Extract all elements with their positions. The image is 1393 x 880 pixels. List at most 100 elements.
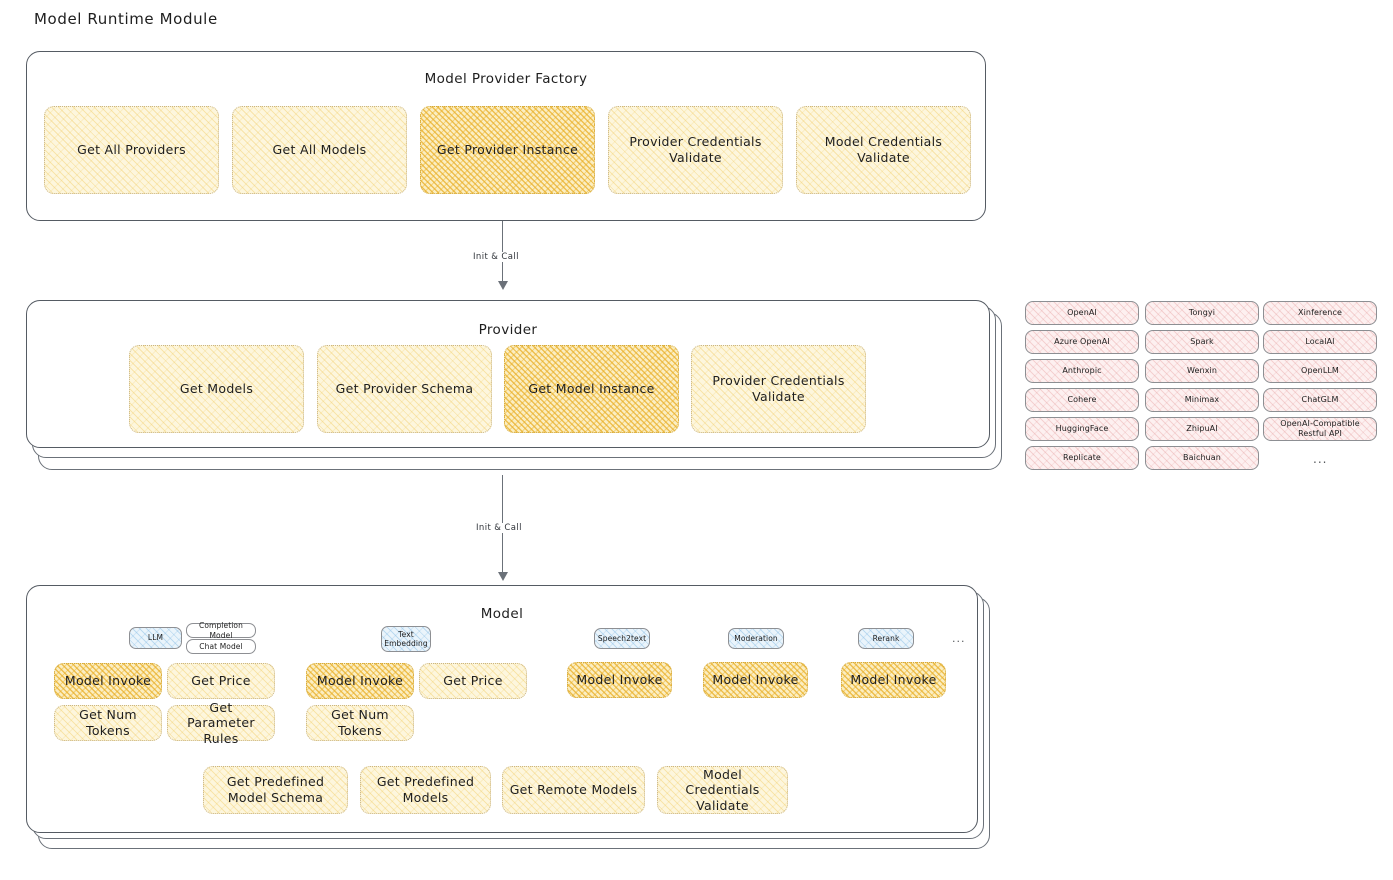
page-title: Model Runtime Module <box>34 10 218 28</box>
model-method-rerank-model-invoke[interactable]: Model Invoke <box>841 662 946 698</box>
provider-box-get-provider-schema[interactable]: Get Provider Schema <box>317 345 492 433</box>
model-method-llm-get-num-tokens[interactable]: Get Num Tokens <box>54 705 162 741</box>
model-common-label: Get Predefined Model Schema <box>226 774 325 805</box>
provider-chip-label: Spark <box>1190 337 1214 346</box>
model-method-label: Model Invoke <box>712 672 799 688</box>
provider-box-provider-credentials-validate[interactable]: Provider Credentials Validate <box>691 345 866 433</box>
factory-box-get-all-providers[interactable]: Get All Providers <box>44 106 219 194</box>
arrow-provider-to-model-head <box>498 572 508 581</box>
model-provider-factory-title: Model Provider Factory <box>424 71 588 87</box>
provider-chip-xinference[interactable]: Xinference <box>1263 301 1377 325</box>
model-method-label: Model Invoke <box>576 672 663 688</box>
model-subtype-label: Completion Model <box>199 621 243 640</box>
provider-chip-chatglm[interactable]: ChatGLM <box>1263 388 1377 412</box>
provider-chip-minimax[interactable]: Minimax <box>1145 388 1259 412</box>
provider-chip-label: HuggingFace <box>1055 424 1109 433</box>
provider-chip-label: Tongyi <box>1188 308 1216 317</box>
provider-chip-label: Xinference <box>1298 308 1342 317</box>
provider-chip-label: OpenAI <box>1067 308 1097 317</box>
model-method-label: Get Price <box>191 673 251 689</box>
model-subtype-label: Chat Model <box>199 641 243 651</box>
provider-chip-label: Wenxin <box>1186 366 1218 375</box>
provider-chip-baichuan[interactable]: Baichuan <box>1145 446 1259 470</box>
model-types-more: ... <box>952 632 966 645</box>
factory-box-label: Get All Providers <box>77 142 186 158</box>
model-type-badge-speech2text[interactable]: Speech2text <box>594 628 650 649</box>
model-method-label: Model Invoke <box>850 672 937 688</box>
model-subtype-completion-model[interactable]: Completion Model <box>186 621 256 640</box>
arrow-provider-to-model-label: Init & Call <box>472 523 526 533</box>
provider-chip-label: OpenLLM <box>1301 366 1339 375</box>
factory-box-label: Provider Credentials Validate <box>629 134 762 165</box>
provider-chip-spark[interactable]: Spark <box>1145 330 1259 354</box>
model-method-llm-get-price[interactable]: Get Price <box>167 663 275 699</box>
model-common-get-predefined-model-schema[interactable]: Get Predefined Model Schema <box>203 766 348 814</box>
provider-chip-anthropic[interactable]: Anthropic <box>1025 359 1139 383</box>
arrow-factory-to-provider-label: Init & Call <box>469 252 523 262</box>
provider-chip-localai[interactable]: LocalAI <box>1263 330 1377 354</box>
provider-chip-label: Cohere <box>1067 395 1097 404</box>
provider-box-get-models[interactable]: Get Models <box>129 345 304 433</box>
model-common-get-remote-models[interactable]: Get Remote Models <box>502 766 645 814</box>
provider-chip-huggingface[interactable]: HuggingFace <box>1025 417 1139 441</box>
model-common-get-predefined-models[interactable]: Get Predefined Models <box>360 766 491 814</box>
provider-chip-label: ZhipuAI <box>1186 424 1218 433</box>
model-type-badge-text-embedding[interactable]: Text Embedding <box>381 626 431 652</box>
model-common-label: Model Credentials Validate <box>685 766 760 813</box>
provider-chip-openai[interactable]: OpenAI <box>1025 301 1139 325</box>
factory-box-get-provider-instance[interactable]: Get Provider Instance <box>420 106 595 194</box>
model-method-label: Model Invoke <box>64 673 152 689</box>
model-subtype-chat-model[interactable]: Chat Model <box>186 639 256 654</box>
provider-chip-label: Minimax <box>1184 395 1220 404</box>
provider-list-more: ... <box>1313 452 1328 466</box>
model-type-label: Text Embedding <box>384 629 428 648</box>
provider-chip-tongyi[interactable]: Tongyi <box>1145 301 1259 325</box>
provider-title: Provider <box>478 322 538 338</box>
provider-chip-replicate[interactable]: Replicate <box>1025 446 1139 470</box>
provider-chip-zhipuai[interactable]: ZhipuAI <box>1145 417 1259 441</box>
provider-chip-azure-openai[interactable]: Azure OpenAI <box>1025 330 1139 354</box>
model-method-speech2text-model-invoke[interactable]: Model Invoke <box>567 662 672 698</box>
model-method-text-embedding-get-price[interactable]: Get Price <box>419 663 527 699</box>
provider-chip-label: Azure OpenAI <box>1054 337 1110 346</box>
model-method-text-embedding-get-num-tokens[interactable]: Get Num Tokens <box>306 705 414 741</box>
model-method-label: Model Invoke <box>316 673 404 689</box>
provider-chip-openai-compatible-restful-api[interactable]: OpenAI-Compatible Restful API <box>1263 417 1377 441</box>
model-common-label: Get Predefined Models <box>376 774 475 805</box>
model-method-moderation-model-invoke[interactable]: Model Invoke <box>703 662 808 698</box>
provider-chip-cohere[interactable]: Cohere <box>1025 388 1139 412</box>
model-type-badge-moderation[interactable]: Moderation <box>728 628 784 649</box>
model-common-label: Get Remote Models <box>509 782 638 798</box>
factory-box-model-credentials-validate[interactable]: Model Credentials Validate <box>796 106 971 194</box>
provider-box-label: Get Models <box>179 381 254 397</box>
provider-chip-label: Baichuan <box>1183 453 1221 462</box>
factory-box-get-all-models[interactable]: Get All Models <box>232 106 407 194</box>
provider-chip-label: OpenAI-Compatible Restful API <box>1280 419 1360 438</box>
provider-box-label: Get Model Instance <box>528 381 655 397</box>
model-method-text-embedding-model-invoke[interactable]: Model Invoke <box>306 663 414 699</box>
model-type-badge-rerank[interactable]: Rerank <box>858 628 914 649</box>
provider-chip-openllm[interactable]: OpenLLM <box>1263 359 1377 383</box>
provider-chip-label: Anthropic <box>1062 366 1102 375</box>
model-type-label: Rerank <box>872 633 900 643</box>
model-method-label: Get Parameter Rules <box>187 699 255 746</box>
model-common-model-credentials-validate[interactable]: Model Credentials Validate <box>657 766 788 814</box>
model-method-label: Get Price <box>443 673 503 689</box>
model-method-llm-get-parameter-rules[interactable]: Get Parameter Rules <box>167 700 275 746</box>
provider-box-label: Provider Credentials Validate <box>712 373 845 404</box>
provider-chip-label: LocalAI <box>1305 337 1335 346</box>
model-method-label: Get Num Tokens <box>79 707 137 738</box>
factory-box-label: Model Credentials Validate <box>824 134 943 165</box>
model-type-badge-llm[interactable]: LLM <box>129 627 182 649</box>
provider-chip-wenxin[interactable]: Wenxin <box>1145 359 1259 383</box>
model-type-label: LLM <box>147 633 164 643</box>
provider-box-get-model-instance[interactable]: Get Model Instance <box>504 345 679 433</box>
factory-box-provider-credentials-validate[interactable]: Provider Credentials Validate <box>608 106 783 194</box>
model-type-label: Speech2text <box>597 633 647 643</box>
model-method-llm-model-invoke[interactable]: Model Invoke <box>54 663 162 699</box>
model-title: Model <box>480 606 524 622</box>
provider-chip-label: Replicate <box>1063 453 1101 462</box>
factory-box-label: Get Provider Instance <box>436 142 579 158</box>
provider-chip-label: ChatGLM <box>1301 395 1339 404</box>
